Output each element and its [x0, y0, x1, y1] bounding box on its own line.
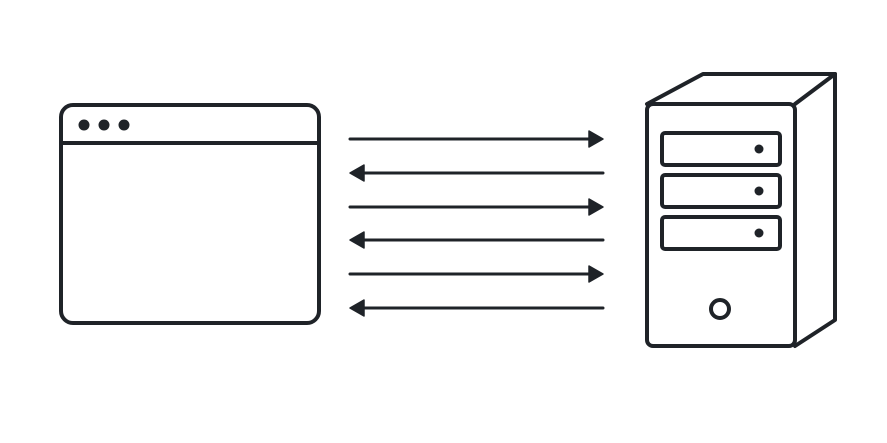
drive-bay	[660, 131, 782, 167]
browser-window-icon	[59, 103, 321, 325]
drive-bay	[660, 215, 782, 251]
arrow-head	[588, 198, 604, 216]
server-tower-icon	[645, 72, 837, 348]
browser-window-frame	[59, 103, 321, 325]
arrows-group	[348, 130, 605, 317]
arrow-right	[348, 198, 604, 216]
arrow-left	[349, 299, 605, 317]
server-front-face	[645, 102, 797, 348]
power-button-icon	[709, 298, 731, 320]
arrow-right	[348, 265, 604, 283]
arrow-head	[349, 299, 365, 317]
drive-led	[754, 144, 764, 154]
arrow-left	[349, 164, 605, 182]
drive-led	[754, 228, 764, 238]
drive-bay	[660, 173, 782, 209]
arrow-head	[588, 130, 604, 148]
server-top-face	[645, 72, 837, 106]
arrow-head	[349, 164, 365, 182]
server-side-face	[793, 72, 837, 348]
arrow-head	[588, 265, 604, 283]
window-control-dot	[78, 119, 90, 131]
arrow-left	[349, 231, 605, 249]
arrow-right	[348, 130, 604, 148]
arrow-head	[349, 231, 365, 249]
window-control-dot	[118, 119, 130, 131]
drive-led	[754, 186, 764, 196]
window-control-dot	[98, 119, 110, 131]
